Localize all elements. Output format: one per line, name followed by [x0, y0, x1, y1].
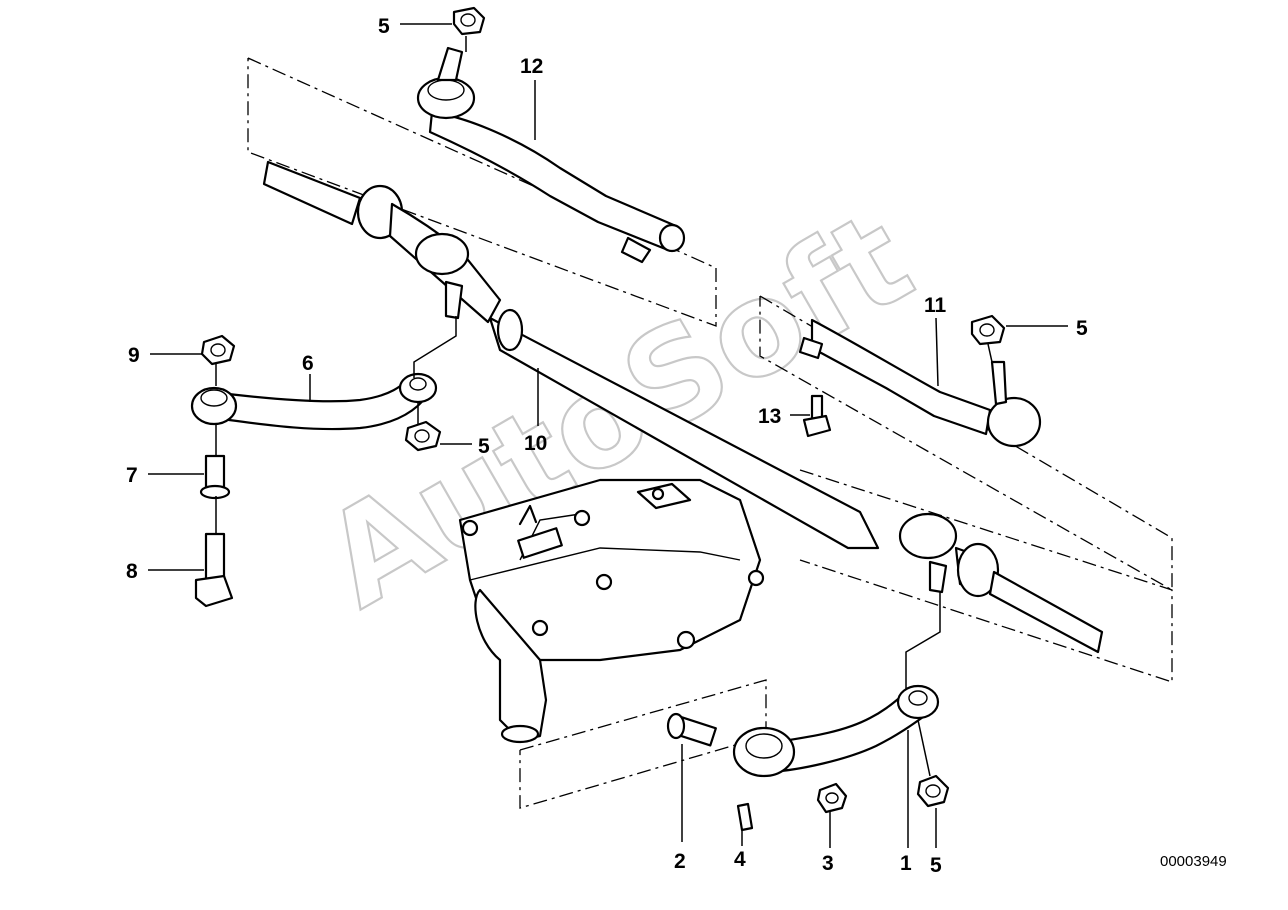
idler-arm-6[interactable] — [190, 372, 438, 431]
nut-3[interactable] — [816, 782, 848, 814]
assembly-frame-tie-rod — [247, 57, 717, 327]
callout-5-left: 5 — [478, 435, 490, 458]
callout-5-bottom: 5 — [930, 854, 942, 877]
callout-1: 1 — [900, 852, 912, 875]
nut-5-right[interactable] — [970, 314, 1006, 346]
callout-12: 12 — [520, 55, 543, 78]
tie-rod-11[interactable] — [798, 318, 1042, 448]
assembly-frame-main-rod — [799, 469, 1173, 683]
nut-5-top[interactable] — [452, 6, 486, 36]
callout-11: 11 — [924, 294, 947, 317]
bolt-2[interactable] — [666, 712, 717, 747]
callout-9: 9 — [128, 344, 140, 367]
bolt-13[interactable] — [802, 394, 832, 438]
callout-10: 10 — [524, 432, 547, 455]
center-rod-10[interactable] — [262, 160, 1104, 654]
callout-5-right: 5 — [1076, 317, 1088, 340]
bushing-7[interactable] — [199, 454, 231, 500]
leader-lines — [148, 23, 1068, 848]
callout-7: 7 — [126, 464, 138, 487]
callout-4: 4 — [734, 848, 746, 871]
bolt-8[interactable] — [194, 532, 234, 608]
nut-9[interactable] — [200, 334, 236, 366]
callout-3: 3 — [822, 852, 834, 875]
callout-5-top: 5 — [378, 15, 390, 38]
assembly-frame-drop-arm — [519, 679, 767, 809]
callout-2: 2 — [674, 850, 686, 873]
connection-lines — [215, 36, 993, 777]
callout-6: 6 — [302, 352, 314, 375]
assembly-frame-right-tie-rod — [759, 295, 1173, 592]
steering-gear-box[interactable] — [458, 478, 765, 744]
tie-rod-12[interactable] — [416, 46, 686, 264]
pitman-arm-1[interactable] — [732, 684, 940, 778]
callout-13: 13 — [758, 405, 781, 428]
clip-4[interactable] — [736, 802, 754, 832]
document-id: 00003949 — [1160, 853, 1227, 870]
nut-5-left[interactable] — [404, 420, 442, 452]
nut-5-bottom[interactable] — [916, 774, 950, 808]
callout-8: 8 — [126, 560, 138, 583]
